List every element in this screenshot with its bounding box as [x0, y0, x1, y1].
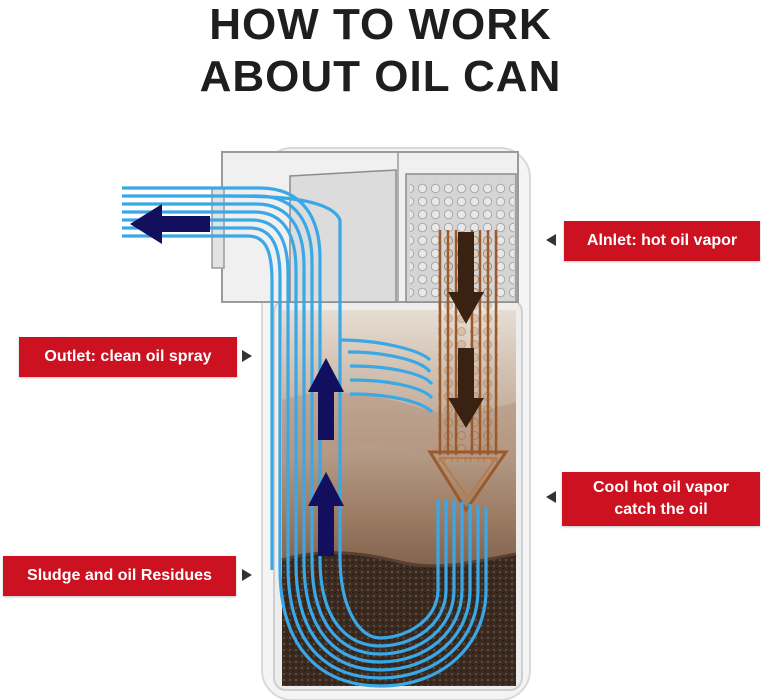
- sludge-label-text: Sludge and oil Residues: [27, 567, 212, 584]
- label-pointers: [242, 234, 556, 581]
- outlet-label: Outlet: clean oil spray: [19, 337, 237, 377]
- cool-vapor-label-line-2: catch the oil: [614, 501, 708, 518]
- outlet-arrows: [130, 204, 344, 556]
- cool-vapor-label: Cool hot oil vapor catch the oil: [562, 472, 760, 526]
- hollow-down-arrow-icon: [427, 450, 509, 513]
- arrow-up-icon: [308, 358, 344, 440]
- blue-u-flow: [122, 186, 488, 688]
- outlet-label-text: Outlet: clean oil spray: [44, 348, 212, 365]
- cool-vapor-label-line-1: Cool hot oil vapor: [593, 479, 729, 496]
- title-line-2: ABOUT OIL CAN: [199, 52, 562, 101]
- arrow-up-icon-2: [308, 472, 344, 556]
- arrow-left-icon: [130, 204, 210, 244]
- vapor-arrows: [448, 232, 484, 428]
- sludge-label: Sludge and oil Residues: [3, 556, 236, 596]
- arrow-down-icon-2: [448, 348, 484, 428]
- arrow-down-icon: [448, 232, 484, 324]
- inlet-label-text: Alnlet: hot oil vapor: [586, 232, 738, 249]
- title-line-1: HOW TO WORK: [209, 0, 552, 49]
- inlet-label: Alnlet: hot oil vapor: [564, 221, 760, 261]
